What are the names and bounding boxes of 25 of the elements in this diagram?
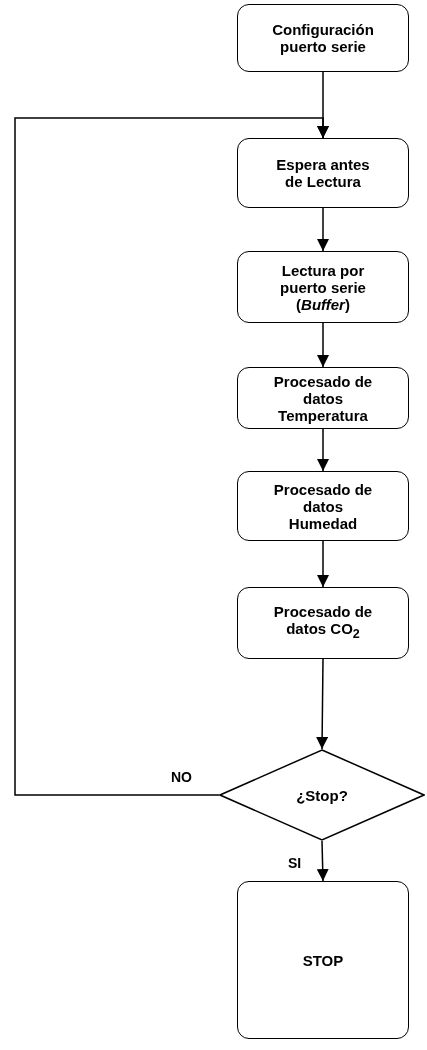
arrow [316, 658, 329, 750]
node-text: Espera antes de Lectura [275, 156, 371, 190]
process-box [237, 4, 409, 72]
node-text: Procesado de datos CO$_{2}$ [272, 603, 374, 643]
edge-label: NO [169, 769, 194, 785]
node-text: ¿Stop? [295, 786, 349, 804]
process-box [237, 471, 409, 541]
process-box [237, 367, 409, 429]
arrow [14, 117, 329, 796]
arrow [317, 207, 329, 252]
edge-label: SI [286, 855, 304, 871]
arrow [317, 322, 329, 368]
node-text: Procesado de datos Temperatura [272, 372, 374, 424]
node-text: Configuración puerto serie [271, 21, 375, 55]
arrow [316, 840, 329, 882]
arrow [317, 540, 329, 588]
node-text: STOP [301, 951, 345, 969]
process-box [237, 881, 409, 1039]
process-box [237, 138, 409, 208]
arrow [317, 428, 329, 472]
node-text: Lectura por puerto serie (Buffer) [279, 261, 367, 313]
process-box [237, 587, 409, 659]
node-text: Procesado de datos Humedad [272, 480, 374, 532]
decision-diamond [219, 749, 425, 841]
process-box [237, 251, 409, 323]
